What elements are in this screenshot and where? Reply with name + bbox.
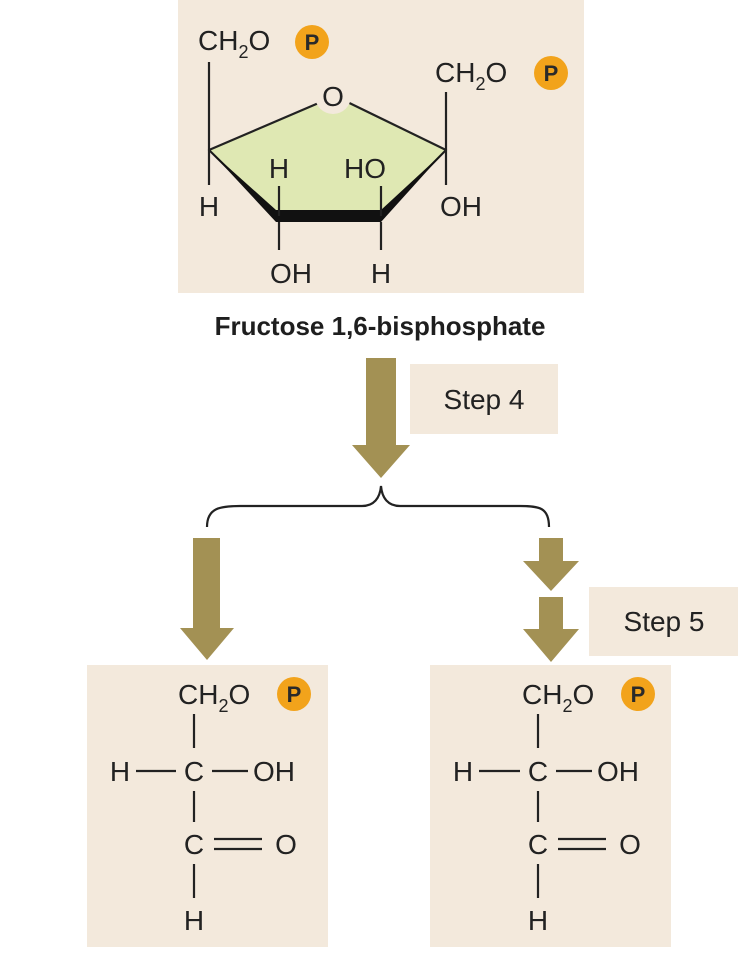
product-left-oh: OH xyxy=(253,756,295,787)
product-right-phosphate-label: P xyxy=(631,682,646,707)
product-right-o: O xyxy=(619,829,641,860)
right-phosphate-label: P xyxy=(544,61,559,86)
c3-h: H xyxy=(371,258,391,289)
product-right-ch2o: CH2O xyxy=(522,679,594,716)
right-phosphate xyxy=(534,56,568,90)
product-left-panel xyxy=(87,665,328,947)
split-brace xyxy=(205,485,551,528)
left-phosphate-label: P xyxy=(305,30,320,55)
ring-bold-edge xyxy=(209,150,446,222)
left-h: H xyxy=(199,191,219,222)
product-left-phosphate-label: P xyxy=(287,682,302,707)
product-right: CH2O P H C OH C O H xyxy=(430,665,671,947)
left-phosphate xyxy=(295,25,329,59)
step4-arrow xyxy=(352,358,410,478)
right-arrow-lower xyxy=(523,597,579,662)
product-left-bottom-h: H xyxy=(184,905,204,936)
product-left-c2: C xyxy=(184,829,204,860)
caption: Fructose 1,6-bisphosphate xyxy=(215,311,546,341)
right-oh: OH xyxy=(440,191,482,222)
product-left-ch2o: CH2O xyxy=(178,679,250,716)
ring-oxygen-bg xyxy=(315,78,351,114)
step4-label-box xyxy=(410,364,558,434)
c4-oh: OH xyxy=(270,258,312,289)
step5-label: Step 5 xyxy=(624,606,705,637)
product-right-panel xyxy=(430,665,671,947)
product-right-bottom-h: H xyxy=(528,905,548,936)
product-right-h: H xyxy=(453,756,473,787)
product-right-phosphate xyxy=(621,677,655,711)
ring-oxygen: O xyxy=(322,81,344,112)
product-left-h: H xyxy=(110,756,130,787)
left-arrow xyxy=(180,538,234,660)
product-left: CH2O P H C OH C O H xyxy=(87,665,328,947)
c4-h: H xyxy=(269,153,289,184)
product-right-c2: C xyxy=(528,829,548,860)
right-arrow-upper xyxy=(523,538,579,591)
product-right-c1: C xyxy=(528,756,548,787)
product-left-o: O xyxy=(275,829,297,860)
c3-ho: HO xyxy=(344,153,386,184)
step5-label-box xyxy=(589,587,738,656)
product-left-c1: C xyxy=(184,756,204,787)
step4-label: Step 4 xyxy=(444,384,525,415)
right-ch2o: CH2O xyxy=(435,57,507,94)
left-ch2o: CH2O xyxy=(198,25,270,62)
product-right-oh: OH xyxy=(597,756,639,787)
product-left-phosphate xyxy=(277,677,311,711)
